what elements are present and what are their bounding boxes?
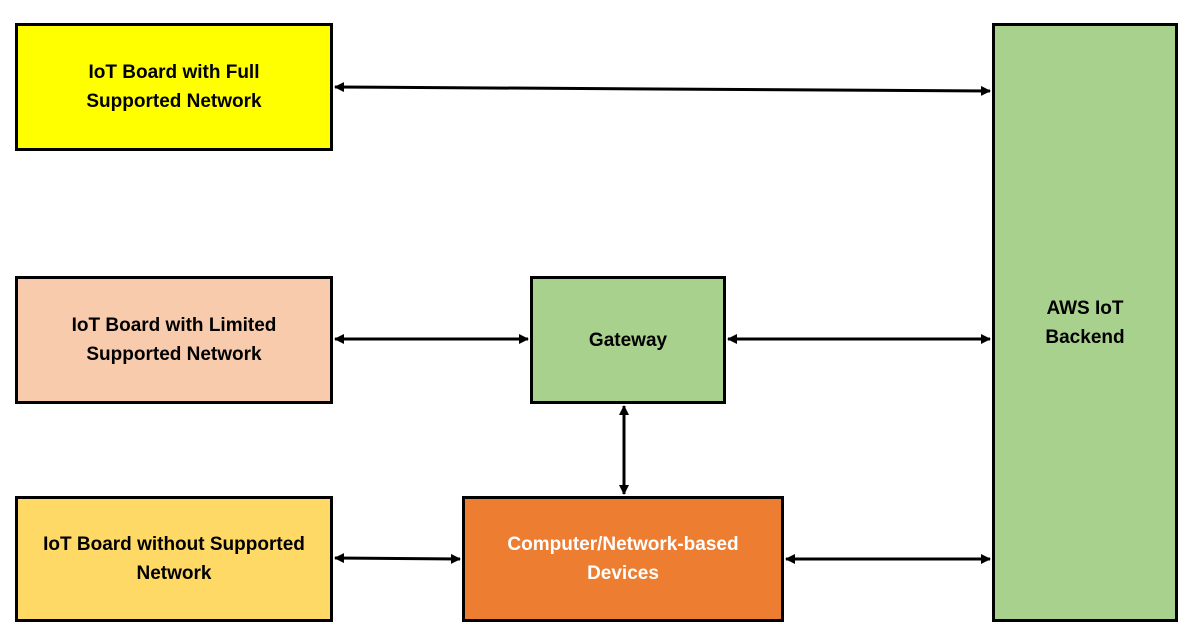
aws-iot-backend-label: AWS IoT Backend bbox=[1045, 297, 1125, 348]
iot-board-limited-network-node: IoT Board with Limited Supported Network bbox=[15, 276, 333, 404]
arrow-iot-full-to-aws bbox=[334, 82, 991, 96]
iot-board-full-network-node: IoT Board with Full Supported Network bbox=[15, 23, 333, 151]
iot-board-full-network-label: IoT Board with Full Supported Network bbox=[86, 62, 262, 112]
computer-devices-label: Computer/Network-based Devices bbox=[507, 534, 739, 584]
aws-iot-backend-node: AWS IoT Backend bbox=[992, 23, 1178, 622]
arrow-iot-without-to-computer bbox=[334, 553, 461, 564]
iot-board-without-network-label: IoT Board without Supported Network bbox=[43, 534, 305, 584]
gateway-label: Gateway bbox=[588, 329, 668, 351]
computer-devices-node: Computer/Network-based Devices bbox=[462, 496, 784, 622]
gateway-node: Gateway bbox=[530, 276, 726, 404]
iot-board-without-network-node: IoT Board without Supported Network bbox=[15, 496, 333, 622]
iot-board-limited-network-label: IoT Board with Limited Supported Network bbox=[71, 315, 277, 365]
